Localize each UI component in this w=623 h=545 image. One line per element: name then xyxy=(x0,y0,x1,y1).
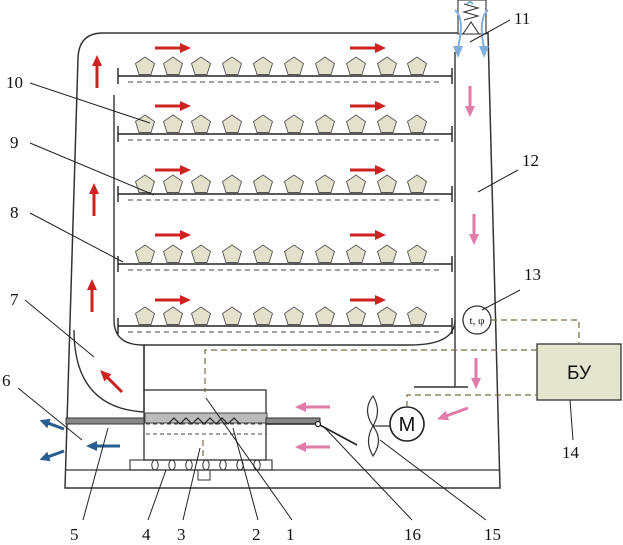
sensor-label: t, φ xyxy=(470,315,485,327)
shelf-2 xyxy=(118,115,453,142)
shelf-5 xyxy=(118,307,453,334)
sensor: t, φ xyxy=(462,305,492,335)
intake-valve xyxy=(453,0,489,58)
callout-6: 6 xyxy=(2,371,11,390)
callout-7: 7 xyxy=(10,290,19,309)
callout-11: 11 xyxy=(514,9,530,28)
callout-12: 12 xyxy=(522,151,539,170)
shelf-4 xyxy=(118,245,453,272)
exhaust-duct xyxy=(39,417,321,462)
shelf-1 xyxy=(118,57,453,84)
callout-10: 10 xyxy=(6,73,23,92)
callout-numbers: 1 2 3 4 5 6 7 8 9 10 11 12 13 14 15 16 xyxy=(2,9,580,544)
callout-14: 14 xyxy=(562,443,580,462)
inner-chamber xyxy=(73,52,468,413)
callout-16: 16 xyxy=(404,525,421,544)
callout-3: 3 xyxy=(177,525,186,544)
callout-9: 9 xyxy=(10,133,19,152)
hot-air-arrows xyxy=(85,41,388,394)
control-unit-label: БУ xyxy=(567,363,592,384)
callout-15: 15 xyxy=(484,525,501,544)
callout-1: 1 xyxy=(286,525,295,544)
callout-5: 5 xyxy=(70,525,79,544)
control-wiring xyxy=(202,319,580,456)
callout-8: 8 xyxy=(10,203,19,222)
leader-lines xyxy=(17,19,574,521)
damper xyxy=(266,420,358,446)
callout-2: 2 xyxy=(252,525,261,544)
callout-13: 13 xyxy=(524,265,541,284)
fan-motor: M xyxy=(366,394,425,458)
heater-unit xyxy=(129,389,273,481)
motor-label: M xyxy=(399,414,416,436)
callout-4: 4 xyxy=(142,525,151,544)
shelf-3 xyxy=(118,175,453,202)
control-unit: БУ xyxy=(536,343,622,401)
return-air-arrows xyxy=(293,84,483,454)
